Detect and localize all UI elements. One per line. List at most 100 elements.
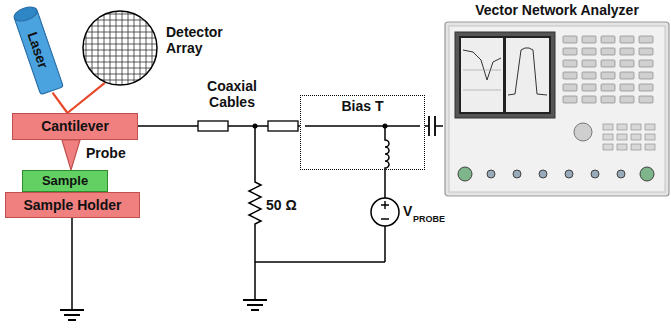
- keypad-key: [603, 144, 613, 150]
- keypad-key: [631, 124, 641, 130]
- analyzer-drawing: [443, 0, 671, 200]
- ground-symbol: [60, 310, 84, 320]
- pixel-line: [82, 50, 158, 51]
- probe-label: Probe: [86, 145, 126, 161]
- panel-button: [582, 48, 596, 55]
- detector-array: Detector Array: [82, 10, 158, 86]
- node-label: Detector Array: [166, 24, 244, 56]
- node-label: Sample: [42, 174, 88, 189]
- coax-cable: [198, 121, 228, 131]
- panel-button: [639, 72, 653, 79]
- ground-wire: [254, 262, 256, 300]
- pixel-line: [110, 10, 111, 86]
- detector-rim: [83, 11, 157, 85]
- laser-beam: [67, 83, 104, 113]
- panel-button: [601, 72, 615, 79]
- screen: [459, 36, 551, 114]
- panel-button: [563, 48, 577, 55]
- panel-button: [639, 84, 653, 91]
- panel-button: [601, 60, 615, 67]
- pixel-line: [92, 10, 93, 86]
- rf-port: [539, 170, 547, 178]
- pixel-line: [82, 32, 158, 33]
- pixel-line: [134, 10, 135, 86]
- pixel-line: [82, 80, 158, 81]
- pixel-line: [82, 62, 158, 63]
- sample-box: Sample: [22, 170, 108, 192]
- pixel-line: [82, 68, 158, 69]
- keypad-key: [631, 134, 641, 140]
- keypad-key: [631, 144, 641, 150]
- resistor-symbol: [249, 126, 261, 262]
- panel-button: [620, 96, 634, 103]
- rf-port: [458, 167, 472, 181]
- cable-label: Coaxial Cables: [200, 78, 264, 110]
- ground-wire: [71, 218, 73, 310]
- pixel-line: [82, 14, 158, 15]
- source-wire: [384, 226, 386, 262]
- laser-emitter: Laser: [11, 3, 65, 97]
- return-wire: [255, 261, 385, 263]
- keypad-key: [617, 134, 627, 140]
- keypad-key: [645, 124, 655, 130]
- panel-button: [620, 84, 634, 91]
- pixel-line: [86, 10, 87, 86]
- rf-port: [617, 170, 625, 178]
- panel-button: [601, 36, 615, 43]
- node-label: Sample Holder: [23, 197, 121, 213]
- panel-button: [582, 72, 596, 79]
- pixel-line: [116, 10, 117, 86]
- instrument-title: Vector Network Analyzer: [443, 0, 671, 18]
- panel-button: [639, 36, 653, 43]
- plot-trace: [508, 48, 547, 95]
- plot-grid: [463, 70, 501, 90]
- bias-tee-box: Bias T: [300, 95, 425, 170]
- panel-button: [563, 96, 577, 103]
- keypad-key: [617, 124, 627, 130]
- sample-holder-box: Sample Holder: [5, 192, 140, 218]
- panel-button: [620, 60, 634, 67]
- control-knob: [574, 123, 592, 141]
- panel-button: [563, 72, 577, 79]
- keypad-key: [645, 144, 655, 150]
- plot-panel: [461, 38, 503, 112]
- rf-port: [513, 170, 521, 178]
- panel-button: [620, 72, 634, 79]
- panel-button: [620, 48, 634, 55]
- front-panel: [449, 26, 665, 192]
- keypad-key: [603, 134, 613, 140]
- panel-button: [601, 96, 615, 103]
- rf-port: [640, 167, 654, 181]
- panel-button: [601, 84, 615, 91]
- source-subscript: PROBE: [413, 214, 445, 224]
- pixel-line: [140, 10, 141, 86]
- network-analyzer: Vector Network Analyzer: [443, 0, 671, 200]
- pixel-line: [98, 10, 99, 86]
- junction-dot: [253, 124, 258, 129]
- panel-button: [563, 84, 577, 91]
- detector-face: [83, 11, 157, 85]
- laser-end: [12, 4, 39, 23]
- plot-panel: [506, 38, 549, 112]
- plot-trace: [463, 50, 501, 80]
- node-label: Bias T: [301, 98, 424, 114]
- analyzer-body: [445, 22, 669, 196]
- node-label: Cantilever: [41, 118, 109, 134]
- pixel-line: [82, 38, 158, 39]
- polarity-sign: [381, 201, 389, 219]
- laser-cylinder: [14, 9, 63, 94]
- cantilever-box: Cantilever: [12, 113, 138, 140]
- voltage-source: [371, 198, 399, 226]
- rf-port: [565, 170, 573, 178]
- source-symbol: V: [403, 203, 412, 219]
- ground-symbol: [243, 300, 267, 310]
- panel-button: [601, 48, 615, 55]
- pixel-line: [82, 56, 158, 57]
- pixel-line: [122, 10, 123, 86]
- panel-button: [639, 96, 653, 103]
- pixel-line: [104, 10, 105, 86]
- coax-cable: [268, 121, 298, 131]
- panel-button: [582, 84, 596, 91]
- keypad-key: [645, 134, 655, 140]
